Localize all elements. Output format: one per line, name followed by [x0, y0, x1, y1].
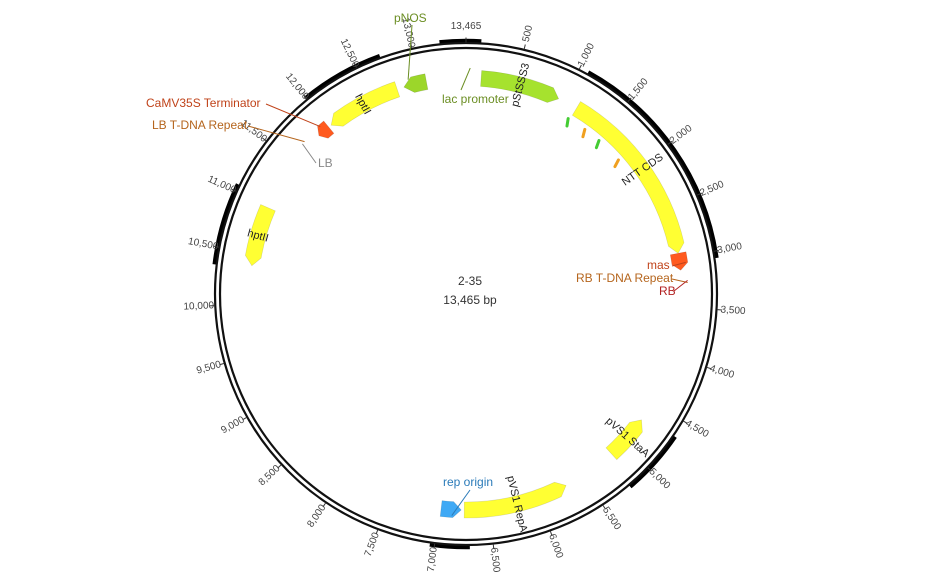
feature-pvs1-staa[interactable]	[605, 419, 643, 461]
tick-label-6500: 6,500	[488, 547, 502, 574]
annotation-pnos[interactable]: pNOS	[394, 11, 427, 25]
leader-lb-tdna-repeat	[247, 125, 305, 143]
plasmid-length: 13,465 bp	[443, 293, 497, 307]
feature-arc-3	[429, 542, 470, 550]
feature-pnos[interactable]	[403, 73, 429, 93]
small-mark-1	[581, 127, 587, 139]
tick-label-3000: 3,000	[716, 241, 743, 256]
tick-11000	[231, 188, 237, 192]
tick-label-10500: 10,500	[187, 236, 220, 253]
tick-4000	[706, 366, 712, 370]
feature-arcs	[212, 38, 719, 550]
plasmid-name: 2-35	[458, 274, 482, 288]
annotation-rep-origin[interactable]: rep origin	[443, 475, 493, 489]
feature-pstsss3[interactable]	[480, 70, 560, 103]
feature-label-hptii-left: hptII	[246, 227, 270, 244]
leader-lac-promoter	[460, 67, 471, 91]
tick-label-1500: 1,500	[626, 76, 651, 103]
tick-label-2500: 2,500	[698, 179, 726, 199]
tick-3000	[713, 249, 719, 252]
feature-arc-4	[212, 183, 241, 265]
feature-mas[interactable]	[669, 251, 689, 271]
tick-label-0: 13,465	[451, 21, 482, 32]
annotation-rb-tdna-repeat[interactable]: RB T-DNA Repeat	[576, 271, 674, 285]
tick-label-10000: 10,000	[183, 300, 214, 312]
tick-5500	[602, 504, 606, 510]
feature-arc-5	[303, 54, 381, 101]
tick-label-4000: 4,000	[708, 363, 736, 381]
tick-label-4500: 4,500	[683, 418, 711, 440]
tick-5000	[647, 467, 652, 472]
feature-hptii-left[interactable]	[245, 204, 276, 267]
tick-label-3500: 3,500	[720, 305, 746, 318]
tick-label-11000: 11,000	[206, 174, 238, 196]
feature-pvs1-repa[interactable]	[463, 481, 567, 519]
annotation-mas[interactable]: mas	[647, 258, 670, 272]
small-mark-0	[565, 117, 570, 128]
leader-camv35s-terminator	[265, 103, 321, 128]
tick-label-6000: 6,000	[546, 532, 565, 560]
tick-9000	[242, 416, 248, 421]
annotation-camv35s-terminator[interactable]: CaMV35S Terminator	[146, 96, 261, 110]
leader-pnos	[407, 24, 413, 80]
tick-label-12500: 12,500	[338, 37, 361, 70]
feature-arc-0	[439, 38, 482, 45]
feature-label-pvs1-staa: pVS1 StaA	[603, 415, 652, 460]
tick-10500	[213, 245, 219, 248]
backbone-outer-ring	[213, 41, 719, 547]
tick-4500	[682, 420, 688, 424]
tick-label-8000: 8,000	[305, 502, 328, 529]
annotation-lb[interactable]: LB	[318, 156, 333, 170]
tick-8000	[322, 502, 327, 508]
tick-12000	[303, 94, 308, 100]
tick-label-2000: 2,000	[668, 123, 695, 147]
leader-mas	[671, 261, 686, 267]
feature-ntt-cds[interactable]	[571, 101, 685, 254]
tick-label-500: 500	[521, 24, 536, 43]
leader-lb	[302, 143, 317, 164]
tick-2000	[667, 140, 673, 145]
tick-11500	[262, 137, 267, 142]
leader-rep-origin	[451, 489, 471, 516]
tick-label-7500: 7,500	[363, 531, 382, 559]
tick-label-5000: 5,000	[647, 466, 673, 492]
tick-label-12000: 12,000	[283, 71, 311, 102]
tick-label-9000: 9,000	[219, 414, 247, 436]
backbone-inner-ring	[218, 46, 714, 542]
small-mark-3	[613, 158, 620, 169]
tick-1000	[578, 64, 582, 70]
feature-rep-origin[interactable]	[439, 500, 462, 518]
annotations: pNOS lac promoter CaMV35S Terminator LB T-D…	[146, 11, 688, 516]
feature-arc-1	[587, 70, 719, 259]
tick-label-5500: 5,500	[600, 505, 623, 532]
tick-9500	[219, 362, 225, 366]
tick-6000	[549, 530, 553, 536]
leader-rb	[673, 280, 688, 292]
annotation-lb-tdna-repeat[interactable]: LB T-DNA Repeat	[152, 118, 248, 132]
tick-500	[523, 44, 526, 50]
tick-label-7000: 7,000	[426, 546, 440, 573]
tick-2500	[697, 192, 703, 196]
tick-7500	[375, 529, 379, 535]
annotation-rb[interactable]: RB	[659, 284, 676, 298]
tick-label-9500: 9,500	[195, 359, 223, 377]
feature-hptii-top[interactable]	[330, 81, 401, 127]
tick-label-1000: 1,000	[576, 41, 597, 69]
tick-8500	[277, 464, 282, 469]
tick-6500	[492, 543, 495, 550]
tick-12500	[353, 62, 357, 68]
small-mark-2	[594, 139, 601, 150]
tick-1500	[627, 97, 632, 102]
small-feature-marks	[565, 117, 620, 169]
annotation-lac-promoter[interactable]: lac promoter	[442, 92, 509, 106]
tick-7000	[433, 543, 436, 549]
feature-arc-2	[628, 435, 677, 489]
